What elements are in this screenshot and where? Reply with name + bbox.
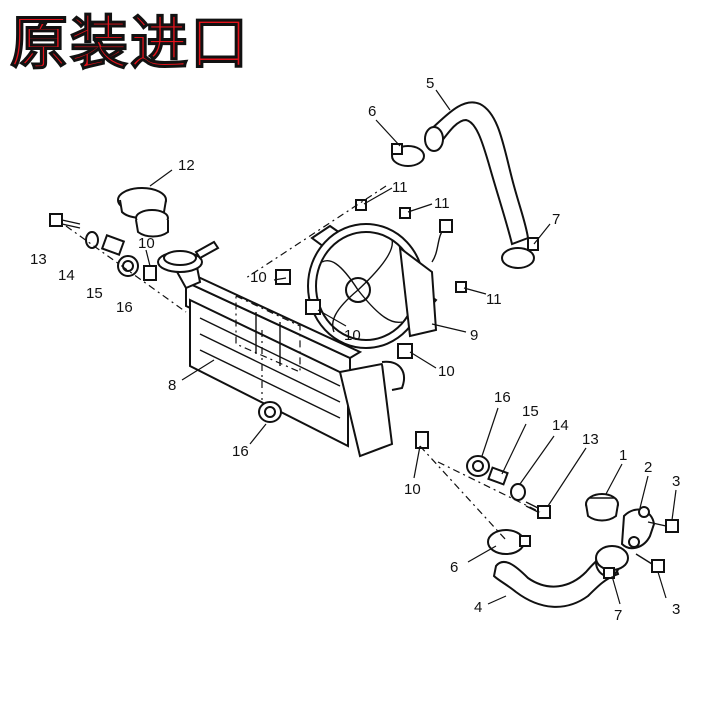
callout-15-left: 15: [86, 285, 103, 302]
mount-bolt-right: [525, 501, 551, 519]
callout-11-c: 11: [486, 291, 502, 308]
callout-10-left: 10: [138, 235, 155, 252]
callout-3-upper: 3: [672, 473, 680, 490]
grommet-right: [466, 455, 490, 477]
radiator-core: [174, 260, 405, 458]
clip-10-c: [397, 343, 413, 359]
hose-clamp-right: [501, 237, 539, 269]
callout-16-left: 16: [116, 299, 133, 316]
banner-title: 原装进口: [9, 9, 251, 77]
fan-assembly: [307, 219, 453, 349]
hose-clamp-lower-right: [595, 545, 629, 579]
callout-11-a: 11: [392, 179, 408, 196]
callout-10-lower: 10: [404, 481, 421, 498]
clip-10-d: [415, 431, 429, 449]
callout-15-right: 15: [522, 403, 539, 420]
callout-10-fan-center: 10: [344, 327, 361, 344]
grommet-bottom: [258, 401, 282, 423]
callout-13-left: 13: [30, 251, 47, 268]
bolt-3-lower: [635, 553, 665, 573]
callout-16-right: 16: [494, 389, 511, 406]
callout-4: 4: [474, 599, 482, 616]
filler-neck: [157, 240, 220, 273]
clip-left: [143, 265, 157, 281]
callout-2: 2: [644, 459, 652, 476]
bolt-11-c: [455, 281, 467, 293]
callout-1: 1: [619, 447, 627, 464]
callout-6-lower: 6: [450, 559, 458, 576]
mount-bolt-left: [49, 213, 81, 229]
washer-left: [85, 231, 99, 249]
callout-5: 5: [426, 75, 434, 92]
callout-11-b: 11: [434, 195, 450, 212]
callout-labels: 1 2 3 3 4 5 6 6 7 7 8 9 10 10 10 10 10 1…: [30, 75, 680, 624]
thermostat: [585, 493, 619, 522]
collar-left: [100, 234, 126, 256]
callout-10-fan-left: 10: [250, 269, 267, 286]
hose-clamp-lower: [487, 529, 531, 555]
collar-right: [487, 466, 509, 486]
callout-10-fan-right: 10: [438, 363, 455, 380]
callout-9: 9: [470, 327, 478, 344]
radiator-cap: [117, 187, 169, 238]
callout-3-lower: 3: [672, 601, 680, 618]
callout-6-upper: 6: [368, 103, 376, 120]
callout-7-upper: 7: [552, 211, 560, 228]
callout-13-right: 13: [582, 431, 599, 448]
callout-14-left: 14: [58, 267, 75, 284]
callout-16-bottom: 16: [232, 443, 249, 460]
thermostat-housing: [620, 506, 656, 550]
alignment-lines: [65, 185, 541, 541]
callout-12: 12: [178, 157, 195, 174]
hose-clamp-upper: [391, 143, 425, 167]
clip-10-a: [275, 269, 291, 285]
upper-hose: [424, 101, 530, 246]
bolt-11-b: [399, 207, 411, 219]
leader-lines: [145, 89, 677, 605]
callout-8: 8: [168, 377, 176, 394]
callout-7-lower: 7: [614, 607, 622, 624]
callout-14-right: 14: [552, 417, 569, 434]
washer-right: [510, 483, 526, 501]
clip-10-b: [305, 299, 321, 315]
